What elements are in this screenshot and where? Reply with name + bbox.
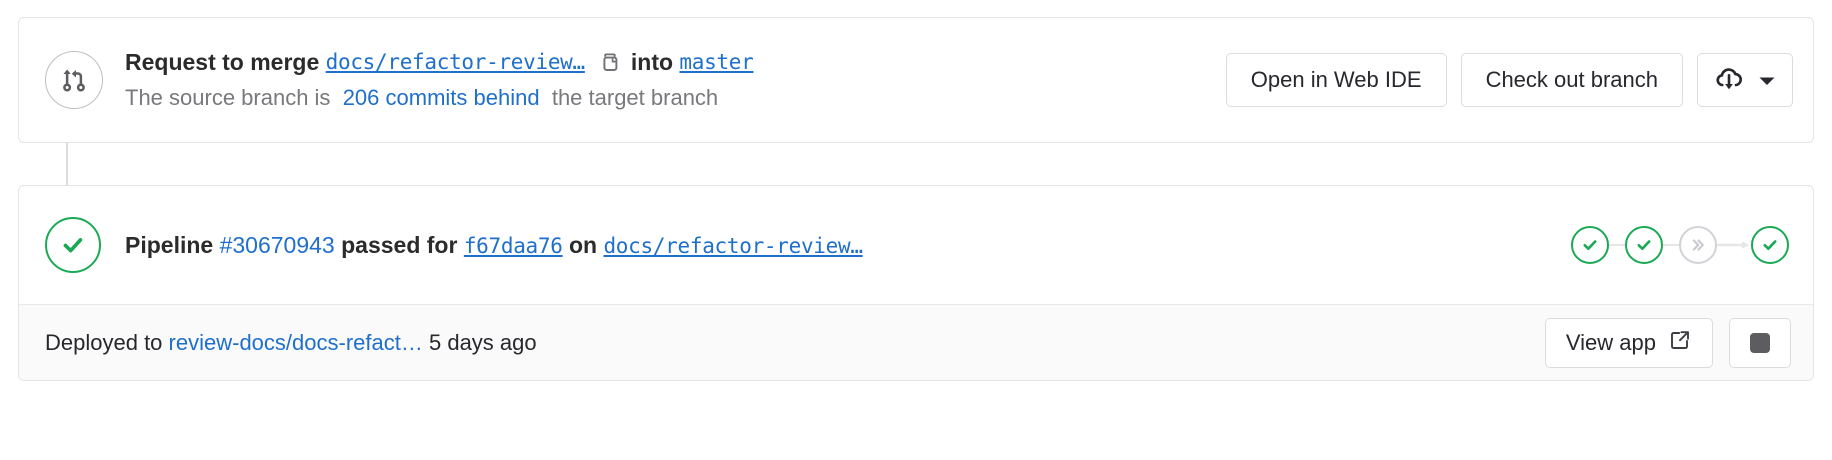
open-in-web-ide-button[interactable]: Open in Web IDE [1225,53,1447,107]
pipeline-id-link[interactable]: #30670943 [219,231,335,258]
target-branch-link[interactable]: master [679,50,754,74]
copy-branch-name-icon[interactable] [597,49,623,75]
commits-behind-link[interactable]: 206 commits behind [342,85,540,110]
merge-request-card: Request to merge docs/refactor-review… i… [18,17,1814,143]
stop-environment-button[interactable] [1729,317,1791,368]
pipeline-description: Pipeline #30670943 passed for f67daa76 o… [125,230,1547,261]
cloud-download-icon [1714,62,1744,98]
deployment-row: Deployed to review-docs/docs-refact… 5 d… [19,304,1813,380]
view-app-button[interactable]: View app [1544,317,1713,368]
pipeline-stages [1571,226,1789,264]
merge-title-prefix: Request to merge [125,49,320,75]
pipeline-prefix: Pipeline [125,231,214,258]
deployment-actions: View app [1544,317,1791,368]
stage-connector-2 [1663,244,1679,246]
stage-connector-1 [1609,244,1625,246]
stop-square-icon [1750,332,1770,353]
subtitle-suffix: the target branch [551,85,719,110]
pipeline-stage-1[interactable] [1571,226,1609,264]
merge-subtitle-line: The source branch is 206 commits behind … [125,83,1206,113]
merge-request-actions: Open in Web IDE Check out branch [1225,53,1793,107]
pipeline-on: on [568,231,598,258]
subtitle-prefix: The source branch is [125,85,331,110]
merge-request-icon [45,51,103,109]
deployment-time: 5 days ago [428,329,537,355]
pipeline-stage-2[interactable] [1625,226,1663,264]
chevron-down-icon [1758,67,1776,93]
source-branch-link[interactable]: docs/refactor-review… [325,50,586,74]
pipeline-middle: passed for [341,231,458,258]
commit-sha-link[interactable]: f67daa76 [463,233,563,258]
pipeline-branch-link[interactable]: docs/refactor-review… [603,233,863,258]
pipeline-stage-4[interactable] [1751,226,1789,264]
download-code-dropdown-button[interactable] [1697,53,1793,107]
merge-title-line: Request to merge docs/refactor-review… i… [125,47,1206,77]
merge-title-middle: into [630,49,674,75]
external-link-icon [1668,328,1692,358]
merge-request-texts: Request to merge docs/refactor-review… i… [125,47,1206,113]
stage-connector-arrow [1717,240,1751,250]
view-app-label: View app [1565,329,1656,355]
deployed-to-label: Deployed to [45,329,163,355]
pipeline-summary-row: Pipeline #30670943 passed for f67daa76 o… [19,186,1813,304]
pipeline-status-success-icon [45,217,101,273]
environment-link[interactable]: review-docs/docs-refact… [168,329,423,355]
widget-connector-line [66,136,68,188]
check-out-branch-button[interactable]: Check out branch [1460,53,1683,107]
deployment-description: Deployed to review-docs/docs-refact… 5 d… [45,330,1545,356]
pipeline-stage-3[interactable] [1679,226,1717,264]
pipeline-card: Pipeline #30670943 passed for f67daa76 o… [18,185,1814,381]
